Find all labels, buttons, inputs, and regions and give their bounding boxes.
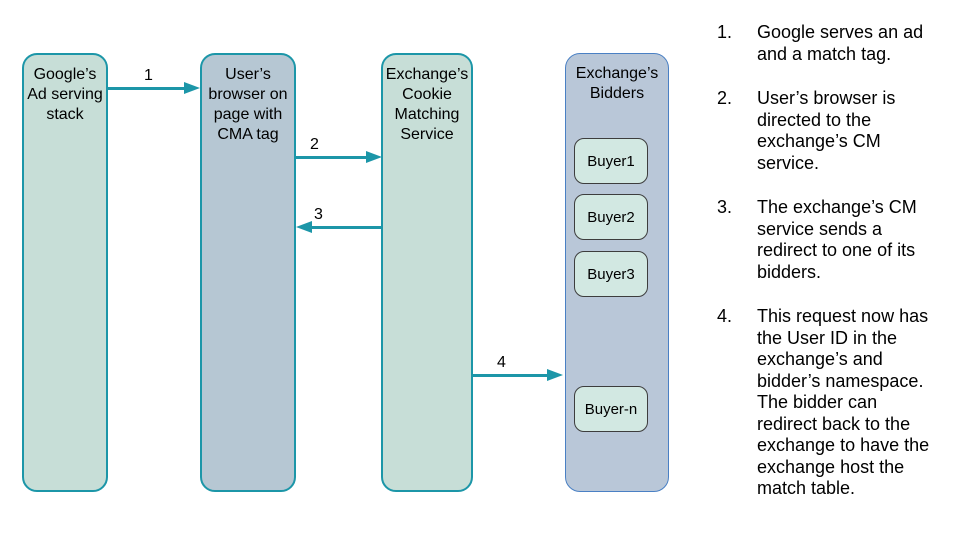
step-item-3: 3. The exchange’s CM service sends a red… <box>712 197 950 283</box>
arrow-line <box>296 156 369 159</box>
step-3-number: 3. <box>717 197 733 217</box>
steps-list: 1. Google serves an ad and a match tag. … <box>712 22 950 523</box>
buyer-box-1: Buyer1 <box>574 138 648 184</box>
buyer-3-label: Buyer3 <box>587 265 635 283</box>
step-3-text: The exchange’s CM service sends a redire… <box>757 197 917 282</box>
arrow-step-2-label: 2 <box>310 136 319 153</box>
step-2-number: 2. <box>717 88 733 108</box>
arrow-step-4: 4 <box>473 354 563 381</box>
step-1-number: 1. <box>717 22 733 42</box>
step-4-text: This request now has the User ID in the … <box>757 306 930 498</box>
step-4-number: 4. <box>717 306 733 326</box>
node-user-browser-title: User’s browser on page with CMA tag <box>208 66 288 143</box>
node-exchange-cm-service-title: Exchange’s Cookie Matching Service <box>385 66 469 143</box>
arrow-line <box>473 374 550 377</box>
arrow-step-3: 3 <box>296 206 382 233</box>
arrow-line <box>108 87 187 90</box>
buyer-1-label: Buyer1 <box>587 152 635 170</box>
node-google-ad-stack-title: Google’s Ad serving stack <box>27 66 103 123</box>
step-item-1: 1. Google serves an ad and a match tag. <box>712 22 950 65</box>
node-exchange-bidders-title: Exchange’s Bidders <box>575 65 659 102</box>
buyer-2-label: Buyer2 <box>587 208 635 226</box>
arrow-head-left-icon <box>296 221 312 233</box>
arrow-step-3-label: 3 <box>314 206 323 223</box>
buyer-n-label: Buyer-n <box>584 400 638 418</box>
buyer-box-2: Buyer2 <box>574 194 648 240</box>
arrow-head-right-icon <box>547 369 563 381</box>
arrow-head-right-icon <box>366 151 382 163</box>
arrow-step-2: 2 <box>296 136 382 163</box>
node-user-browser: User’s browser on page with CMA tag <box>200 53 296 492</box>
buyer-box-3: Buyer3 <box>574 251 648 297</box>
step-1-text: Google serves an ad and a match tag. <box>757 22 924 64</box>
step-item-4: 4. This request now has the User ID in t… <box>712 306 950 500</box>
buyer-box-n: Buyer-n <box>574 386 648 432</box>
node-exchange-cm-service: Exchange’s Cookie Matching Service <box>381 53 473 492</box>
step-item-2: 2. User’s browser is directed to the exc… <box>712 88 950 174</box>
arrow-step-4-label: 4 <box>497 354 506 371</box>
node-google-ad-stack: Google’s Ad serving stack <box>22 53 108 492</box>
arrow-line <box>309 226 382 229</box>
arrow-step-1-label: 1 <box>144 67 153 84</box>
step-2-text: User’s browser is directed to the exchan… <box>757 88 896 173</box>
arrow-step-1: 1 <box>108 67 200 94</box>
arrow-head-right-icon <box>184 82 200 94</box>
node-exchange-bidders: Exchange’s Bidders Buyer1 Buyer2 Buyer3 … <box>565 53 669 492</box>
